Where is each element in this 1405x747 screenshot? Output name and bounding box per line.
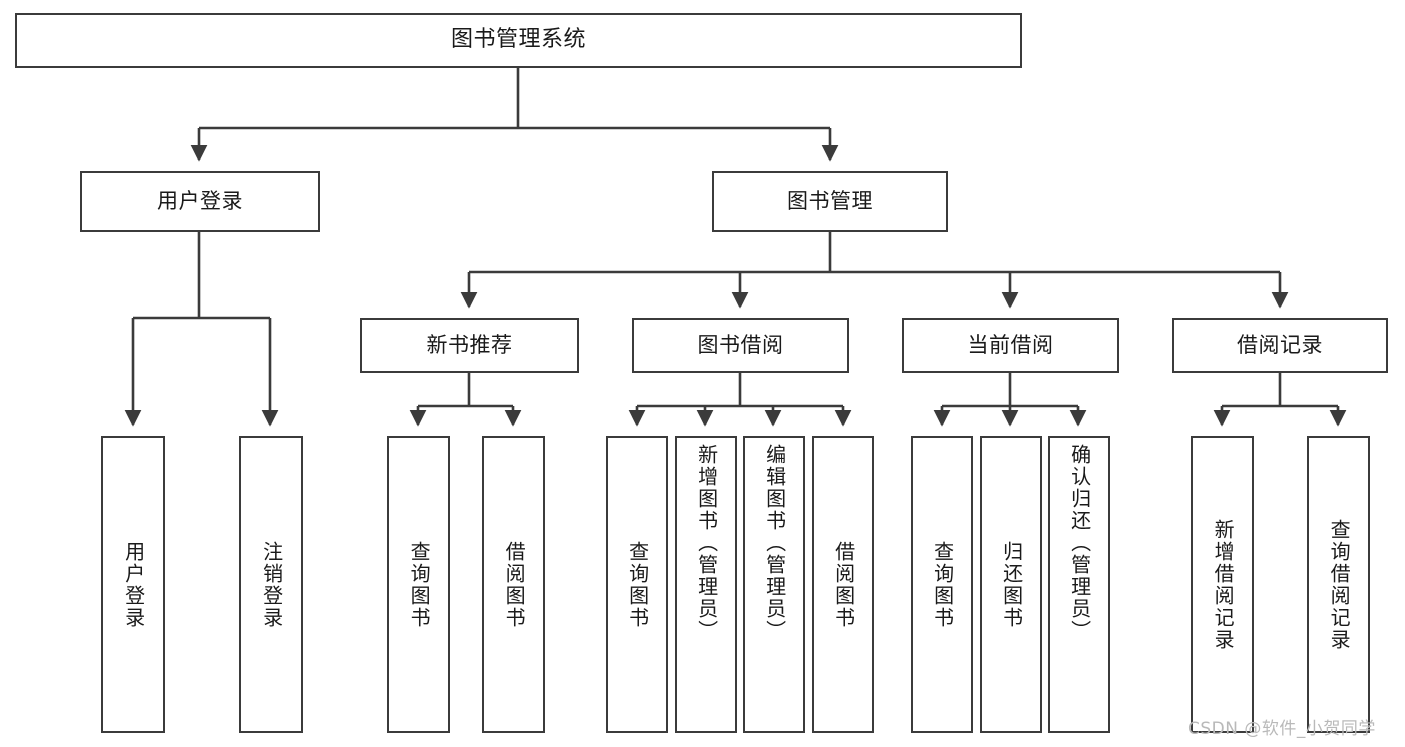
leaf-record-query-label: 查询借阅记录 xyxy=(1327,518,1352,651)
leaf-current-return[interactable]: 归还图书 xyxy=(980,436,1042,733)
leaf-record-add-label: 新增借阅记录 xyxy=(1211,518,1236,651)
leaf-borrow-edit[interactable]: 编辑图书（管理员） xyxy=(743,436,805,733)
node-new-book-recommend-label: 新书推荐 xyxy=(426,332,513,357)
leaf-borrow-book-label: 借阅图书 xyxy=(831,540,856,629)
node-borrow-records-label: 借阅记录 xyxy=(1237,332,1323,357)
node-borrow-records[interactable]: 借阅记录 xyxy=(1172,318,1388,373)
node-book-borrow-label: 图书借阅 xyxy=(697,332,784,357)
node-current-borrow[interactable]: 当前借阅 xyxy=(902,318,1119,373)
node-new-book-recommend[interactable]: 新书推荐 xyxy=(360,318,579,373)
node-book-management[interactable]: 图书管理 xyxy=(712,171,948,232)
leaf-newbook-query[interactable]: 查询图书 xyxy=(387,436,450,733)
leaf-logout[interactable]: 注销登录 xyxy=(239,436,303,733)
node-user-login-label: 用户登录 xyxy=(157,188,243,213)
leaf-borrow-add[interactable]: 新增图书（管理员） xyxy=(675,436,737,733)
leaf-record-query[interactable]: 查询借阅记录 xyxy=(1307,436,1370,733)
leaf-newbook-query-label: 查询图书 xyxy=(407,540,432,629)
leaf-user-login-label: 用户登录 xyxy=(121,540,146,629)
leaf-logout-label: 注销登录 xyxy=(259,540,284,629)
node-root[interactable]: 图书管理系统 xyxy=(15,13,1022,68)
node-book-borrow[interactable]: 图书借阅 xyxy=(632,318,849,373)
leaf-borrow-add-label: 新增图书（管理员） xyxy=(694,444,719,642)
leaf-newbook-borrow-label: 借阅图书 xyxy=(502,540,527,629)
leaf-current-query-label: 查询图书 xyxy=(930,540,955,629)
leaf-borrow-query[interactable]: 查询图书 xyxy=(606,436,668,733)
csdn-watermark: CSDN @软件_小贺同学 xyxy=(1188,719,1376,739)
leaf-user-login[interactable]: 用户登录 xyxy=(101,436,165,733)
node-book-management-label: 图书管理 xyxy=(787,188,873,213)
node-root-label: 图书管理系统 xyxy=(450,27,586,53)
leaf-current-confirm-return-label: 确认归还（管理员） xyxy=(1067,444,1092,642)
leaf-borrow-edit-label: 编辑图书（管理员） xyxy=(762,444,787,642)
leaf-record-add[interactable]: 新增借阅记录 xyxy=(1191,436,1254,733)
node-current-borrow-label: 当前借阅 xyxy=(967,332,1054,357)
leaf-borrow-book[interactable]: 借阅图书 xyxy=(812,436,874,733)
leaf-borrow-query-label: 查询图书 xyxy=(625,540,650,629)
node-user-login[interactable]: 用户登录 xyxy=(80,171,320,232)
leaf-current-query[interactable]: 查询图书 xyxy=(911,436,973,733)
leaf-newbook-borrow[interactable]: 借阅图书 xyxy=(482,436,545,733)
leaf-current-confirm-return[interactable]: 确认归还（管理员） xyxy=(1048,436,1110,733)
leaf-current-return-label: 归还图书 xyxy=(999,540,1024,629)
